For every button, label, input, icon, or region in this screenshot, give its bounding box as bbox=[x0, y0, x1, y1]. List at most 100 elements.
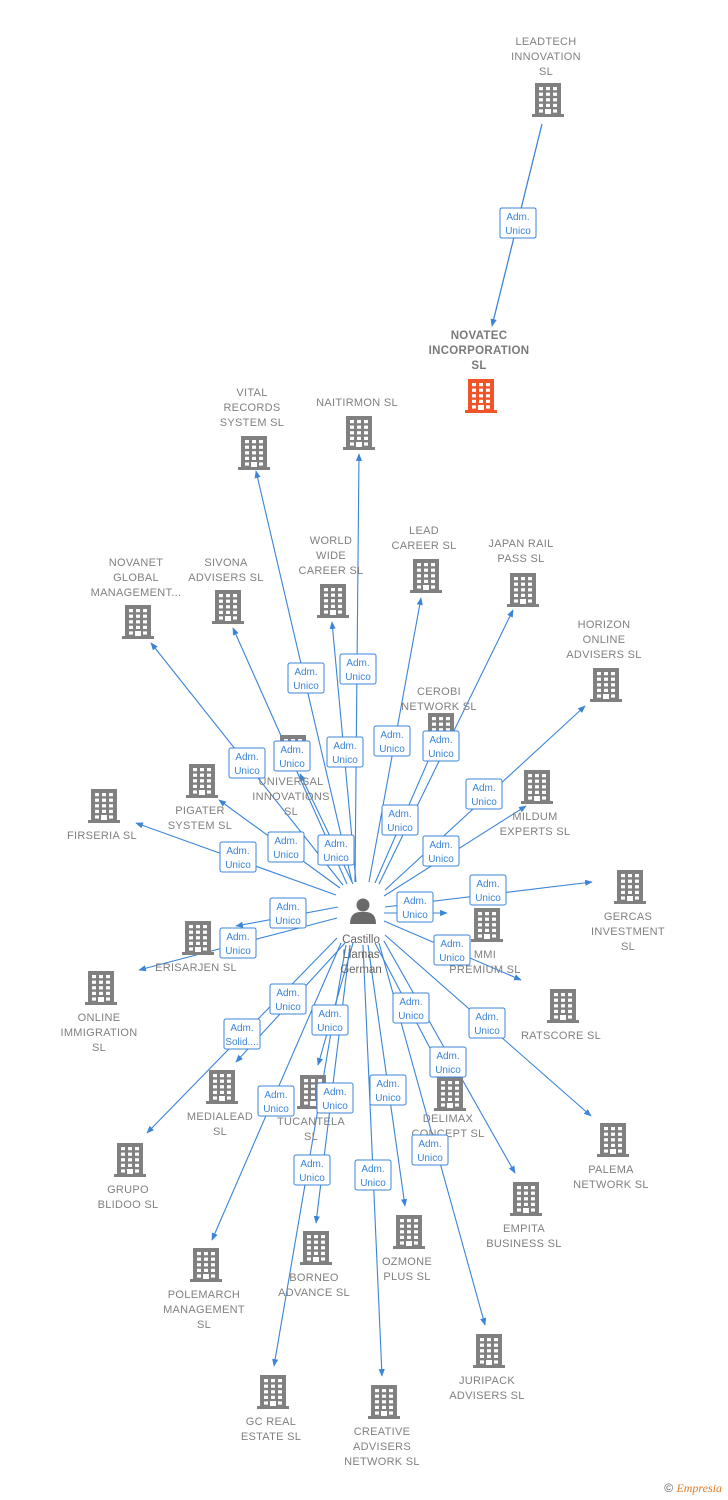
node-firseria[interactable]: FIRSERIA SL bbox=[67, 789, 137, 842]
edge-label-vital[interactable]: Adm.Unico bbox=[287, 662, 325, 694]
building-icon[interactable] bbox=[465, 379, 497, 413]
building-icon[interactable] bbox=[410, 559, 442, 593]
building-icon[interactable] bbox=[186, 764, 218, 798]
edge-label-novanet[interactable]: Adm.Unico bbox=[228, 747, 266, 779]
svg-text:Unico: Unico bbox=[417, 1153, 443, 1164]
edge-label-cerobi[interactable]: Adm.Unico bbox=[381, 804, 419, 836]
building-icon[interactable] bbox=[190, 1248, 222, 1282]
person-icon[interactable] bbox=[350, 898, 376, 925]
edge-label-tucantela[interactable]: Adm.Unico bbox=[311, 1004, 349, 1036]
edge-label-delimax[interactable]: Adm.Unico bbox=[392, 992, 430, 1024]
building-icon[interactable] bbox=[510, 1182, 542, 1216]
building-icon[interactable] bbox=[317, 584, 349, 618]
building-icon[interactable] bbox=[393, 1215, 425, 1249]
building-icon[interactable] bbox=[343, 416, 375, 450]
edge-label-grupo[interactable]: Adm.Unico bbox=[269, 983, 307, 1015]
building-icon[interactable] bbox=[300, 1231, 332, 1265]
edge-label-ozmone[interactable]: Adm.Unico bbox=[369, 1074, 407, 1106]
building-icon[interactable] bbox=[206, 1070, 238, 1104]
building-icon[interactable] bbox=[590, 668, 622, 702]
building-icon[interactable] bbox=[471, 908, 503, 942]
edge-label-polemarch[interactable]: Adm.Unico bbox=[257, 1085, 295, 1117]
building-icon[interactable] bbox=[257, 1375, 289, 1409]
edge-label-borneo[interactable]: Adm.Unico bbox=[316, 1082, 354, 1114]
edge-label-worldwide[interactable]: Adm.Unico bbox=[326, 736, 364, 768]
building-icon[interactable] bbox=[507, 573, 539, 607]
edge-label-empita[interactable]: Adm.Unico bbox=[429, 1046, 467, 1078]
svg-text:Unico: Unico bbox=[299, 1173, 325, 1184]
building-icon[interactable] bbox=[547, 989, 579, 1023]
edge-label-leadcareer[interactable]: Adm.Unico bbox=[373, 725, 411, 757]
building-icon[interactable] bbox=[88, 789, 120, 823]
edge-label-pigater[interactable]: Adm.Unico bbox=[267, 831, 305, 863]
building-icon[interactable] bbox=[368, 1385, 400, 1419]
building-icon[interactable] bbox=[238, 436, 270, 470]
edge-label-online[interactable]: Adm.Unico bbox=[219, 927, 257, 959]
building-icon[interactable] bbox=[473, 1334, 505, 1368]
edge-label-gercas[interactable]: Adm.Unico bbox=[469, 874, 507, 906]
edge-label-firseria[interactable]: Adm.Unico bbox=[219, 841, 257, 873]
edge-label-ratscore[interactable]: Adm.Unico bbox=[433, 934, 471, 966]
building-icon[interactable] bbox=[434, 1077, 466, 1111]
edge-label-novatec[interactable]: Adm.Unico bbox=[499, 207, 537, 239]
company-name: NAITIRMON SL bbox=[316, 397, 398, 409]
building-icon[interactable] bbox=[182, 921, 214, 955]
edge-label-sivona[interactable]: Adm.Unico bbox=[273, 740, 311, 772]
svg-text:Adm.: Adm. bbox=[280, 745, 303, 756]
edge-label-palema[interactable]: Adm.Unico bbox=[468, 1007, 506, 1039]
building-icon[interactable] bbox=[122, 605, 154, 639]
edge-label-mmi[interactable]: Adm.Unico bbox=[396, 891, 434, 923]
edge-label-gcreal[interactable]: Adm.Unico bbox=[293, 1154, 331, 1186]
brand-logo[interactable]: Empresia bbox=[676, 1481, 722, 1495]
building-icon[interactable] bbox=[532, 83, 564, 117]
edge-label-juripack[interactable]: Adm.Unico bbox=[411, 1134, 449, 1166]
building-icon[interactable] bbox=[614, 870, 646, 904]
building-icon[interactable] bbox=[521, 770, 553, 804]
edge-label-horizon[interactable]: Adm.Unico bbox=[465, 778, 503, 810]
edge-label-naitirmon[interactable]: Adm.Unico bbox=[339, 653, 377, 685]
building-icon[interactable] bbox=[85, 971, 117, 1005]
edge-label-erisarjen[interactable]: Adm.Unico bbox=[269, 897, 307, 929]
edge-label-medialead[interactable]: Adm.Solid.... bbox=[223, 1018, 261, 1050]
edge-label-mildum[interactable]: Adm.Unico bbox=[422, 835, 460, 867]
building-icon[interactable] bbox=[597, 1123, 629, 1157]
building-icon[interactable] bbox=[114, 1143, 146, 1177]
building-icon[interactable] bbox=[212, 590, 244, 624]
edge-label-universal[interactable]: Adm.Unico bbox=[317, 834, 355, 866]
edge-label-creative[interactable]: Adm.Unico bbox=[354, 1159, 392, 1191]
node-erisarjen[interactable]: ERISARJEN SL bbox=[155, 921, 237, 974]
node-ratscore[interactable]: RATSCORE SL bbox=[521, 989, 601, 1042]
node-naitirmon[interactable]: NAITIRMON SL bbox=[316, 397, 398, 450]
edge-label-japanrail[interactable]: Adm.Unico bbox=[422, 730, 460, 762]
